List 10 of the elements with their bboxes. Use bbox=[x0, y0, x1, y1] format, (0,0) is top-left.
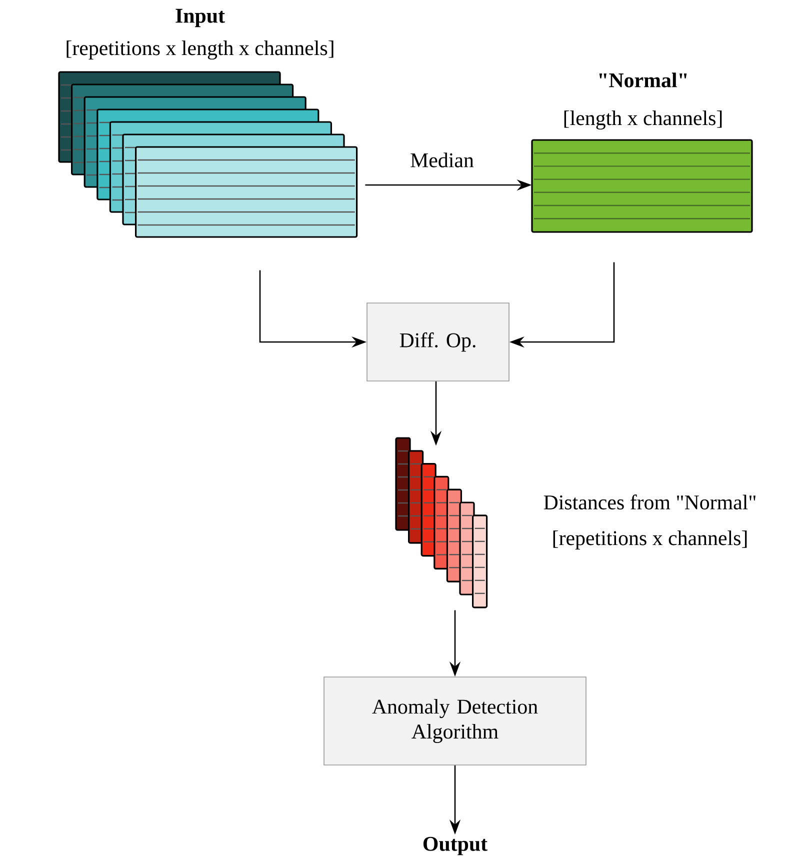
edge-label: Median bbox=[409, 152, 475, 168]
process-box: Diff. Op. bbox=[366, 302, 510, 382]
node-label: Distances from "Normal" bbox=[544, 494, 756, 510]
dimension-label: [length x channels] bbox=[564, 110, 722, 130]
heading: "Normal" bbox=[599, 72, 687, 88]
heading: Input bbox=[176, 8, 225, 28]
dimension-label: [repetitions x length x channels] bbox=[66, 40, 334, 60]
process-box: Anomaly Detection Algorithm bbox=[324, 676, 586, 766]
node-label: [repetitions x channels] bbox=[553, 530, 747, 550]
output-label: Output bbox=[423, 836, 488, 856]
